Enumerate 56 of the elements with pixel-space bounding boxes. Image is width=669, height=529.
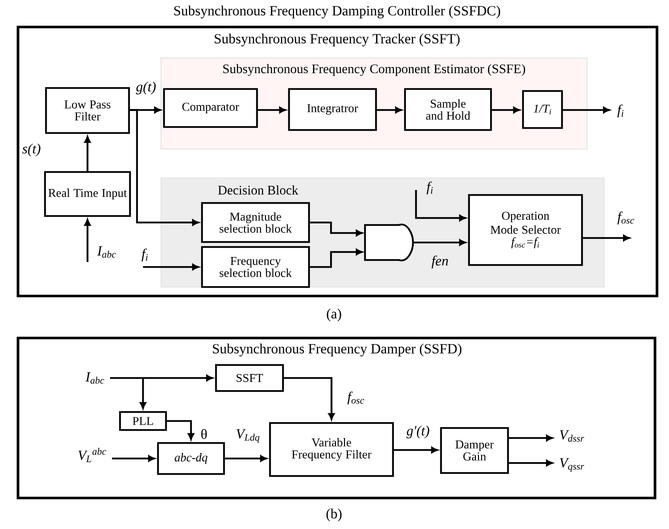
signal-label: g(t) <box>136 82 156 94</box>
block-box: Variable Frequency Filter <box>269 422 394 477</box>
signal-label: g′(t) <box>406 426 430 438</box>
block-box: PLL <box>119 411 167 431</box>
arrow <box>112 455 155 462</box>
arrow <box>84 219 91 262</box>
arrow <box>582 234 630 242</box>
signal-label: I$_{abc}$ <box>85 372 104 384</box>
arrow <box>415 190 466 222</box>
arrow <box>508 434 553 442</box>
arrow <box>562 106 610 114</box>
arrow <box>508 460 553 466</box>
block-box: Real Time Input <box>44 171 131 217</box>
panel-label: (b) <box>326 508 342 522</box>
arrow <box>258 106 286 114</box>
arrow <box>284 377 335 420</box>
block-box: 1/T$_{i}$ <box>522 90 563 129</box>
arrow <box>110 374 213 382</box>
block-box: Magnitude selection block <box>201 202 310 243</box>
signal-label: I$_{abc}$ <box>97 246 116 258</box>
signal-label: f$_{i}$ <box>142 248 148 262</box>
signal-label: f$_{osc}$ <box>617 212 634 224</box>
signal-label: f$_{i}$ <box>617 104 624 118</box>
signal-label: f$_{osc}$ <box>347 392 364 404</box>
node-label: Subsynchronous Frequency Damping Controller (SSFDC) <box>174 6 500 18</box>
block-box: Operation Mode Selector f$_{osc}$=f$_{i}$ <box>468 194 583 266</box>
arrow <box>394 446 438 454</box>
arrow <box>224 455 267 462</box>
signal-label: V$_{qssr}$ <box>560 458 584 472</box>
block-box: Low Pass Filter <box>45 87 130 134</box>
arrow <box>310 248 363 268</box>
block-box: Integratror <box>288 88 377 131</box>
signal-label: V$_{Ldq}$ <box>236 429 260 443</box>
arrow <box>376 106 402 114</box>
block-box: Sample and Hold <box>404 88 492 131</box>
arrow <box>310 222 363 236</box>
arrow <box>130 109 199 226</box>
arrow <box>413 239 466 246</box>
block-box: Comparator <box>163 88 258 128</box>
arrow <box>492 106 520 114</box>
signal-label: V$_{dssr}$ <box>560 430 584 442</box>
signal-label: f$_{i}$ <box>426 182 433 194</box>
signal-label: s(t) <box>22 144 40 156</box>
arrow <box>140 378 146 409</box>
panel-label: (a) <box>326 308 342 322</box>
arrow <box>166 420 194 440</box>
signal-label: V$_{L}$abc <box>78 448 106 462</box>
signal-label: θ <box>201 429 207 439</box>
block-box: Frequency selection block <box>201 246 310 288</box>
and-gate <box>364 224 414 262</box>
block-box: abc-dq <box>157 442 225 475</box>
arrow <box>143 264 199 270</box>
block-box: SSFT <box>215 364 284 392</box>
block-box: Damper Gain <box>440 427 509 474</box>
signal-label: fen <box>432 256 448 268</box>
arrow <box>84 136 91 172</box>
